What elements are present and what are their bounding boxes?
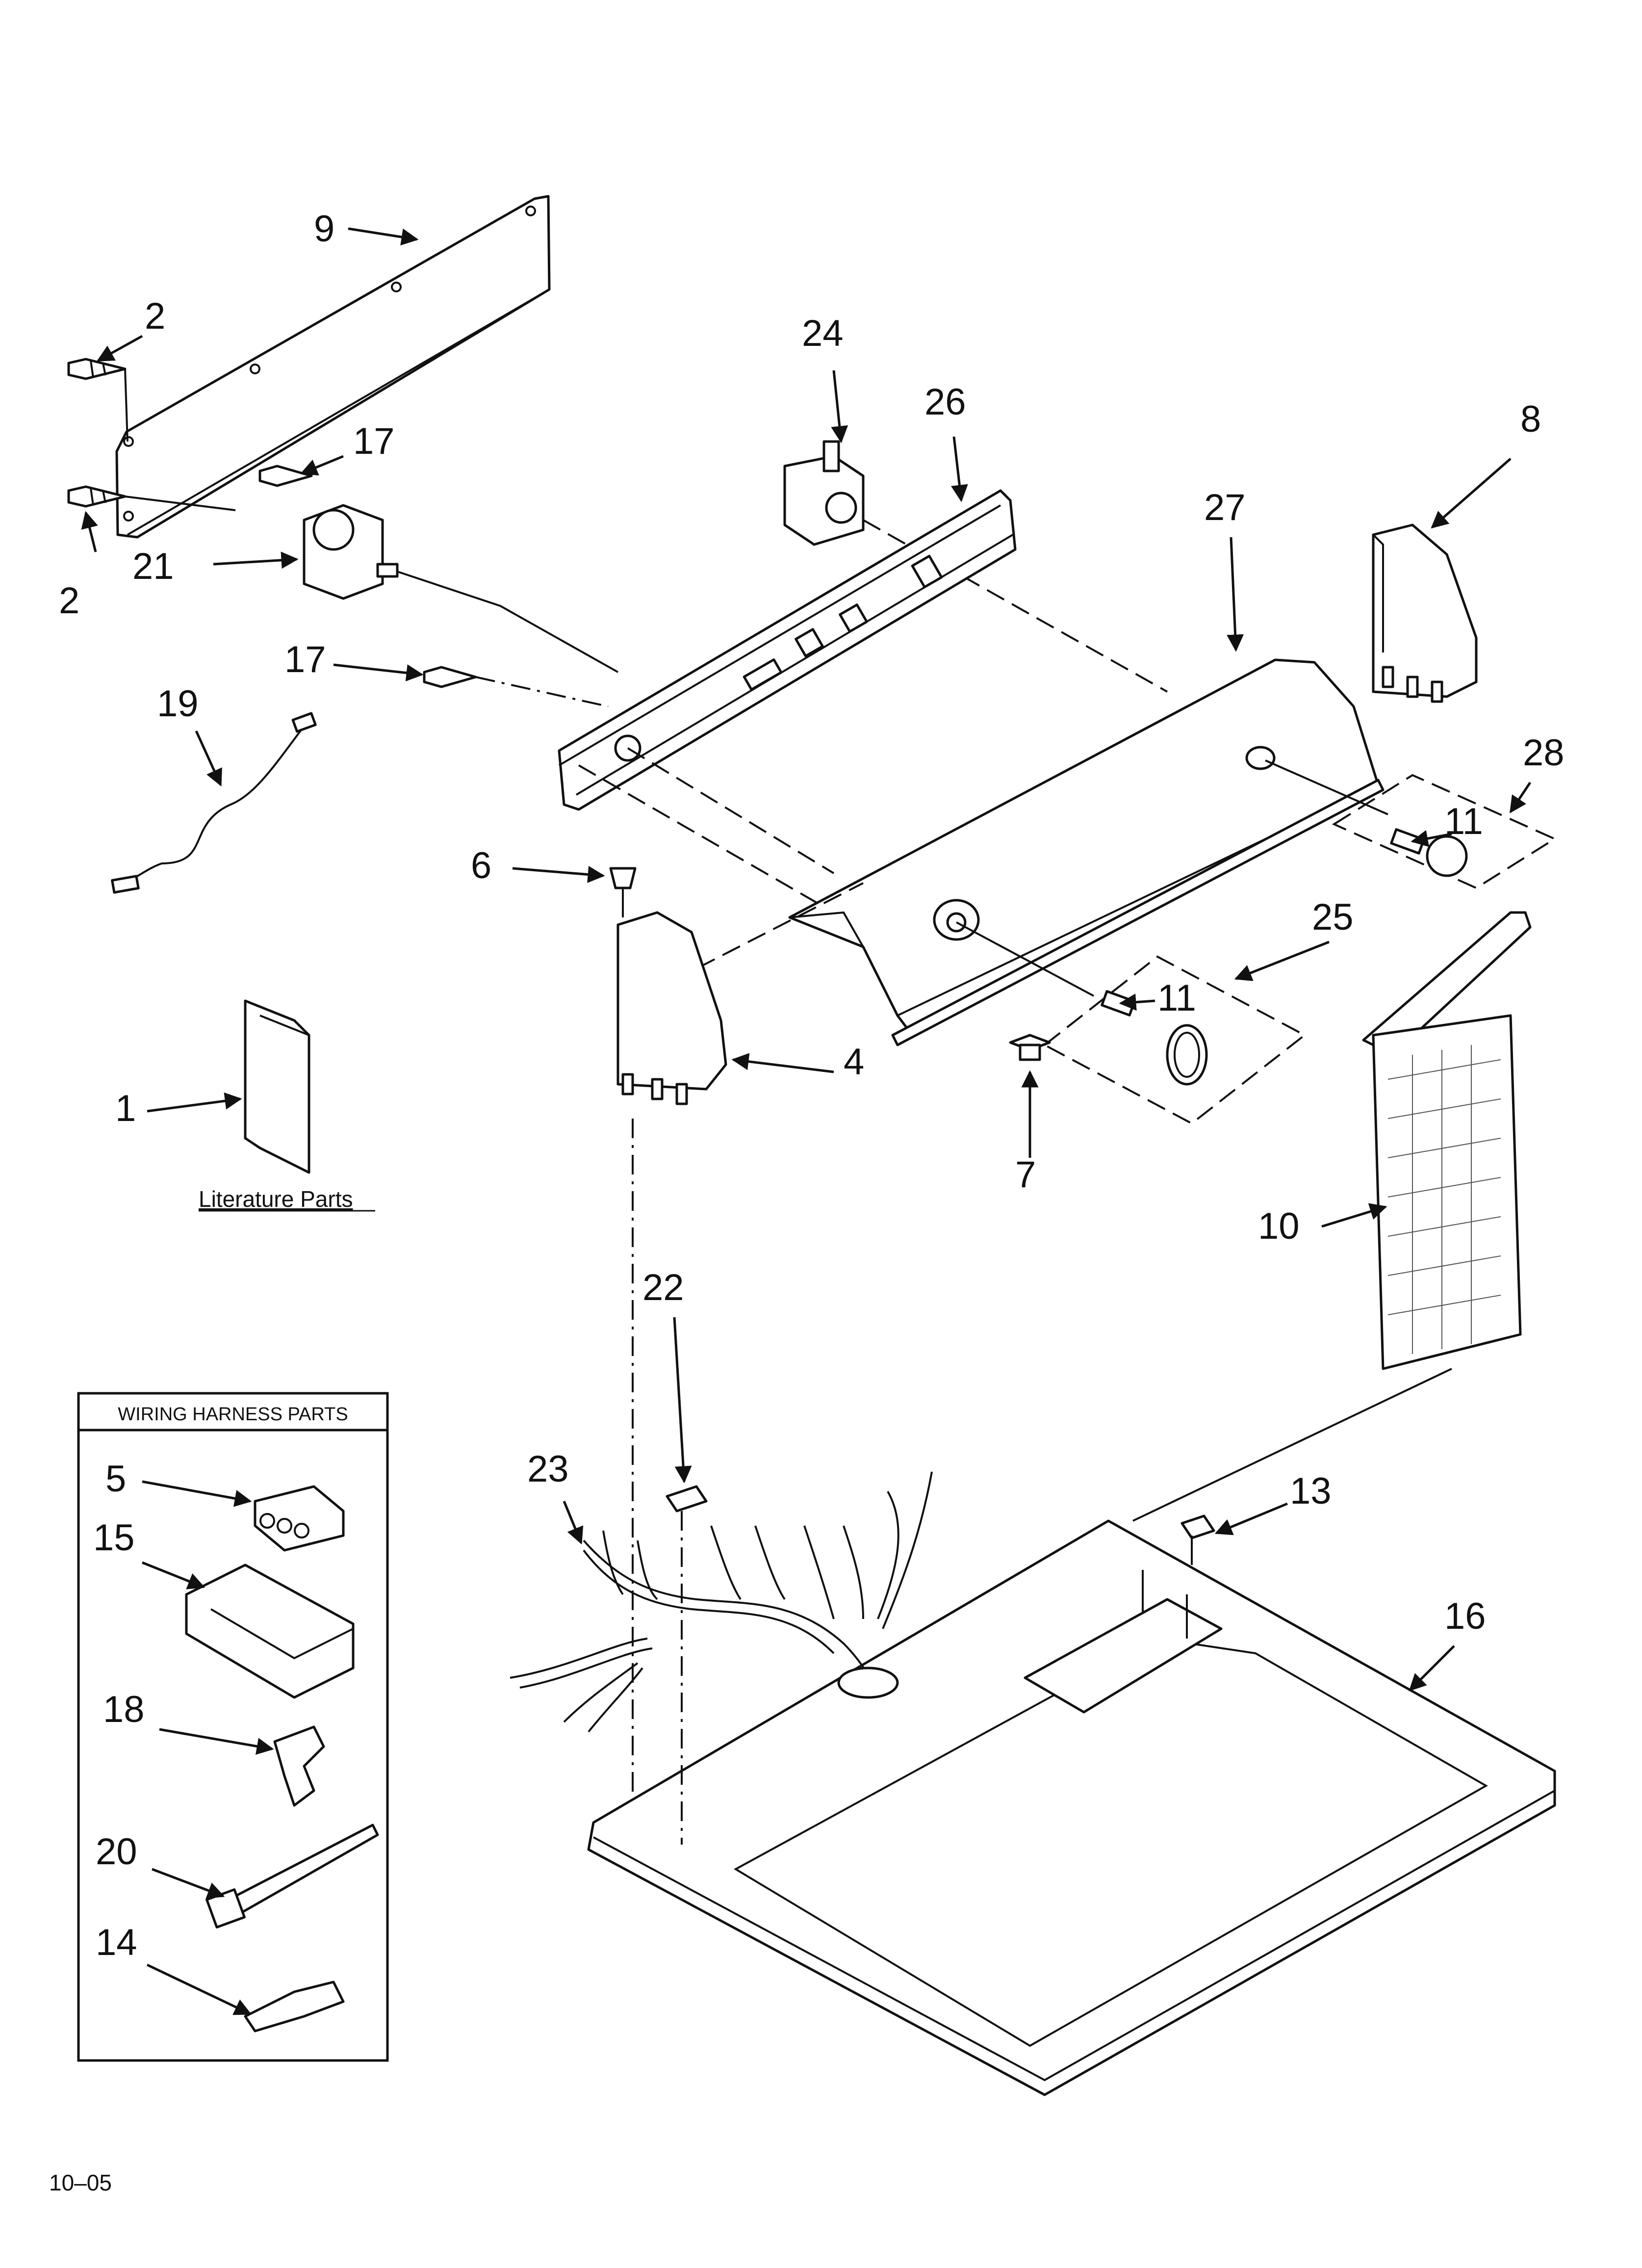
callout-27: 27 [1204,487,1246,528]
connector-part-5 [254,1485,345,1552]
knob-part-28 [1332,774,1557,889]
console-bracket-part-26 [558,489,1017,811]
revision-code: 10–05 [49,2170,112,2195]
knob-part-25 [1043,955,1307,1125]
callout-17-lower: 17 [284,639,326,680]
callout-16: 16 [1444,1595,1486,1637]
end-cap-part-8 [1372,523,1478,703]
callout-20: 20 [96,1831,137,1873]
callout-8: 8 [1520,398,1541,440]
literature-parts-label: Literature Parts [199,1186,353,1212]
callout-19: 19 [157,683,199,725]
rear-panel-part-9 [115,195,551,539]
callout-6: 6 [471,845,491,886]
callout-11-lower: 11 [1157,977,1196,1019]
harness-box-title: WIRING HARNESS PARTS [118,1404,348,1425]
callout-24: 24 [802,313,844,354]
callout-23: 23 [527,1448,569,1490]
wiring-harness-parts-box [77,1392,389,2062]
clip-part-22 [666,1485,708,1512]
screw-part-17-upper [258,465,313,487]
callout-15: 15 [93,1517,135,1559]
callout-17-upper: 17 [353,420,395,462]
callout-5: 5 [105,1458,126,1500]
callout-22: 22 [642,1267,684,1308]
callout-7: 7 [1015,1154,1036,1196]
wire-part-19 [111,712,317,894]
screw-part-2-upper [67,358,127,380]
screw-part-6 [609,867,637,917]
top-panel-part-16 [587,1519,1556,2096]
callout-14: 14 [96,1922,137,1963]
timer-part-21 [303,504,618,673]
leader-arrows [81,227,1532,2015]
clip-part-18 [273,1725,325,1807]
literature-part-1 [244,999,310,1174]
callout-11-upper: 11 [1444,801,1483,842]
callout-13: 13 [1290,1470,1332,1512]
end-cap-part-4 [616,911,727,1105]
callout-2-lower: 2 [59,580,79,622]
callout-21: 21 [132,546,174,587]
connector-block-part-15 [185,1564,355,1699]
callout-26: 26 [924,381,966,423]
screw-part-7 [1009,1034,1051,1061]
screw-part-13 [1180,1514,1215,1565]
screw-part-17-lower [423,666,477,688]
callout-9: 9 [314,208,334,250]
callout-28: 28 [1523,732,1565,774]
callout-18: 18 [103,1689,145,1730]
screw-part-2-lower [67,485,127,508]
callout-25: 25 [1312,896,1354,938]
callout-2-upper: 2 [145,295,165,337]
callout-1: 1 [115,1088,136,1129]
lint-filter-part-10 [1362,911,1532,1370]
wiring-harness-part-23 [510,1471,933,1733]
callout-10: 10 [1258,1205,1300,1247]
tie-strap-part-20 [205,1824,379,1929]
console-panel-part-27 [788,658,1388,1046]
callout-4: 4 [844,1041,864,1083]
terminal-part-14 [244,1981,345,2033]
